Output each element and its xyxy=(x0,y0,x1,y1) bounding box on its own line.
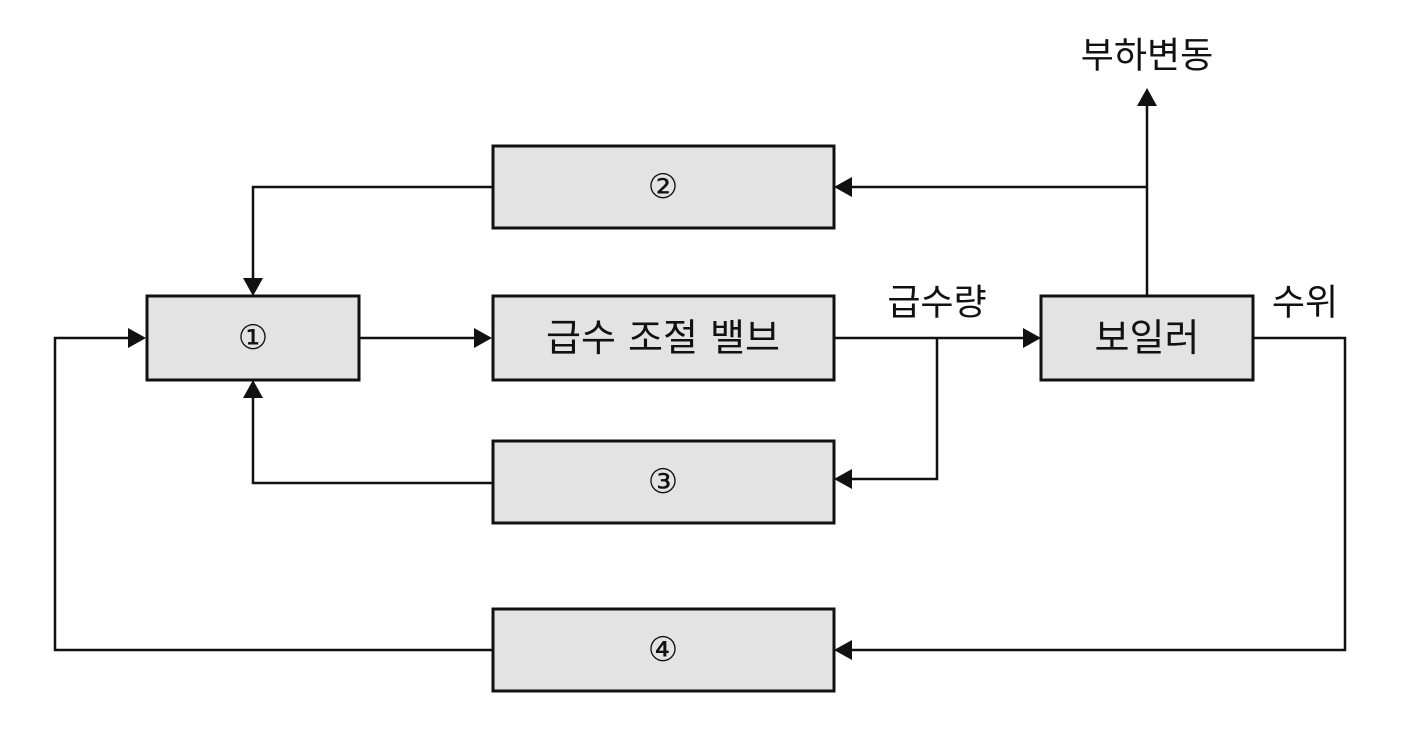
wire-block2-to-block1 xyxy=(251,185,493,280)
boiler-label: 보일러 xyxy=(1095,316,1200,360)
load-change-label: 부하변동 xyxy=(1081,36,1213,77)
feedwater-valve-block: 급수 조절 밸브 xyxy=(491,294,836,382)
block-3-label: ③ xyxy=(648,462,678,502)
arrowhead-into-block3 xyxy=(834,469,852,489)
block-2-label: ② xyxy=(648,167,678,207)
block-1: ① xyxy=(145,294,361,382)
block-2: ② xyxy=(491,144,836,230)
arrowhead-block1-top xyxy=(243,278,263,296)
wire-flow-to-block3 xyxy=(852,338,939,481)
wire-block3-to-block1 xyxy=(251,396,493,485)
block-4-label: ④ xyxy=(648,630,678,670)
block-4: ④ xyxy=(491,607,836,693)
feedwater-flow-label: 급수량 xyxy=(887,283,986,324)
wire-block4-to-block1 xyxy=(53,336,493,652)
wire-level-to-block4 xyxy=(852,336,1347,652)
block-3: ③ xyxy=(491,439,836,525)
arrowhead-into-boiler xyxy=(1023,328,1041,348)
feedwater-valve-label: 급수 조절 밸브 xyxy=(546,316,780,360)
arrowhead-block1-left xyxy=(128,328,146,348)
arrowhead-block1-bottom xyxy=(243,380,263,398)
arrowhead-into-valve xyxy=(474,328,492,348)
water-level-label: 수위 xyxy=(1272,283,1338,324)
block-1-label: ① xyxy=(238,318,268,358)
boiler-block: 보일러 xyxy=(1039,294,1255,382)
arrowhead-into-block4 xyxy=(834,640,852,660)
arrowhead-into-block2 xyxy=(834,177,852,197)
arrowhead-load-change xyxy=(1137,88,1157,106)
